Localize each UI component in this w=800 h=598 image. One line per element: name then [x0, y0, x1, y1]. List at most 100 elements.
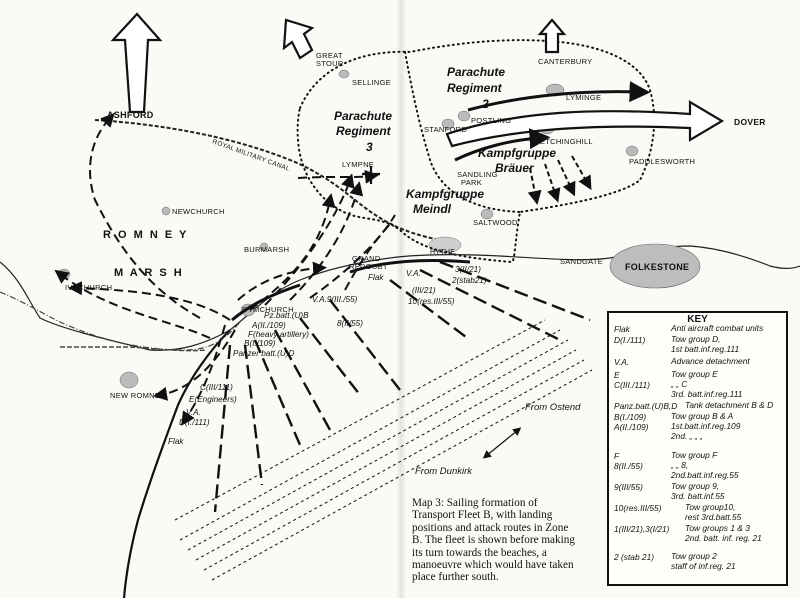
arrow-to-dover: [445, 100, 725, 148]
key-description-line: Tow group10,: [685, 502, 736, 512]
label-meindl-1: Kampfgruppe: [406, 187, 484, 201]
label-new-romney: NEW ROMNEY: [110, 391, 166, 400]
label-para3-1: Parachute: [334, 109, 392, 123]
key-description-line: Tow group 2: [671, 551, 717, 561]
label-3-ii21: 3(II/21): [455, 265, 481, 274]
key-description-line: 3rd. batt.inf.55: [671, 490, 725, 501]
label-sellinge: SELLINGE: [352, 78, 391, 87]
arrow-brauer-advance: [454, 128, 551, 162]
key-code: D(I./111): [614, 335, 646, 345]
label-va-low: V.A.: [186, 408, 201, 417]
key-description-line: staff of inf.reg. 21: [671, 560, 736, 571]
key-code: F: [614, 451, 620, 461]
key-description-line: 2nd.batt.inf.reg.55: [671, 469, 739, 480]
arrow-to-canterbury: [537, 18, 567, 54]
key-code: C(III./111): [614, 380, 650, 390]
label-romney: R O M N E Y: [103, 229, 188, 241]
label-burmarsh: BURMARSH: [244, 245, 289, 254]
label-flak-low: Flak: [168, 437, 184, 446]
label-pz-batt: Pz.batt.(U)B: [264, 311, 309, 320]
key-description: Tow group10,rest 3rd.batt.55: [685, 502, 741, 522]
label-sandling-park: PARK: [461, 178, 482, 187]
label-ashford: ASHFORD: [107, 110, 154, 120]
label-a-ii109: A(II./109): [251, 321, 286, 330]
label-f-heavy: F(heavy artillery): [248, 330, 309, 339]
key-description-line: 3rd. batt.inf.reg.111: [671, 388, 743, 399]
arrow-para2-advance: [467, 81, 651, 112]
caption-line: place further south.: [412, 571, 499, 584]
compass-arrow: [482, 427, 522, 459]
key-title: KEY: [687, 314, 708, 325]
key-description-line: Tow group E: [671, 369, 718, 379]
key-code: 10(res.III/55): [614, 503, 662, 513]
key-description-line: Anti aircraft combat units: [671, 323, 764, 333]
label-marsh: M A R S H: [114, 267, 184, 279]
landing-line-dymchurch: [231, 283, 301, 322]
caption-line: its turn towards the beaches, a: [412, 546, 547, 559]
label-iii21: (III/21): [412, 286, 436, 295]
caption-line: Transport Fleet B, with landing: [412, 509, 553, 522]
label-lympne: LYMPNE: [342, 160, 374, 169]
key-description: Advance detachment: [671, 356, 750, 367]
key-description: Tow group B & A: [671, 411, 733, 422]
label-newchurch: NEWCHURCH: [172, 207, 225, 216]
arrow-to-great-stour: [282, 18, 315, 60]
label-sandling: SANDLING: [457, 170, 498, 179]
label-para2-3: 2: [481, 97, 489, 111]
southern-coast: [122, 329, 231, 598]
label-e-engineers: E(Engineers): [189, 395, 237, 404]
label-grand: GRAND: [352, 254, 381, 263]
label-redoubt: REDOUBT: [349, 262, 388, 271]
key-description: „ „ 8,2nd.batt.inf.reg.55: [671, 460, 739, 480]
label-stanford: STANFORD: [424, 125, 467, 134]
caption-line: manoeuvre which would have taken: [412, 559, 574, 571]
brauer-thrusts: [527, 155, 592, 205]
label-flak-top: Flak: [368, 273, 384, 282]
key-description-line: Tow group D,: [671, 334, 721, 344]
label-d-i111: D(I./111): [179, 418, 210, 427]
folkestone-town: [609, 243, 701, 289]
label-paddlesworth: PADDLESWORTH: [629, 157, 695, 166]
landing-line-hythe: [349, 258, 471, 274]
label-folkestone: FOLKESTONE: [625, 262, 689, 272]
label-sandgate: SANDGATE: [560, 257, 603, 266]
key-description-line: Tow group F: [671, 450, 718, 460]
label-2-stab21: 2(stab21): [451, 276, 487, 285]
key-code: V.A.: [614, 357, 630, 367]
zone-inner-boundary: [404, 51, 521, 213]
aircraft-icon: [362, 166, 380, 184]
key-description: Tank detachment B & D: [685, 400, 773, 411]
arrow-to-ashford: [110, 12, 163, 114]
label-hythe: HYTHE: [430, 249, 455, 256]
key-description: Tow group D,1st batt.inf.reg.111: [671, 334, 739, 354]
label-canterbury: CANTERBURY: [538, 57, 593, 66]
caption-line: B. The fleet is shown before making: [412, 534, 575, 547]
label-para3-2: Regiment: [336, 124, 392, 138]
key-description: Anti aircraft combat units: [671, 323, 764, 334]
label-b-i109: B(I./109): [244, 339, 276, 348]
label-ivychurch: IVYCHURCH: [65, 283, 112, 292]
label-para2-1: Parachute: [447, 65, 505, 79]
label-lyminge: LYMINGE: [566, 93, 601, 102]
label-from-dunkirk: From Dunkirk: [415, 466, 473, 477]
label-meindl-2: Meindl: [413, 202, 452, 216]
key-description: Tow group 9,3rd. batt.inf.55: [671, 481, 725, 501]
key-code: B(I./109): [614, 412, 647, 422]
key-description-line: Tow group 9,: [671, 481, 720, 491]
key-description: Tow group F: [671, 450, 718, 461]
western-canal: [60, 346, 206, 352]
label-8: 8(II/55): [337, 319, 363, 328]
key-description: Tow group E: [671, 369, 718, 380]
label-va-top: V.A.: [406, 269, 421, 278]
key-code: 1(III/21),3(I/21): [614, 524, 670, 534]
label-10: 10(res.III/55): [408, 297, 455, 306]
royal-military-canal: [94, 119, 441, 241]
key-code: 8(II./55): [614, 461, 643, 471]
key-description-line: 2nd. „ „ „: [671, 430, 703, 441]
key-description-line: 1st.batt.inf.reg.109: [671, 421, 741, 431]
label-stour: STOUR: [316, 59, 344, 68]
